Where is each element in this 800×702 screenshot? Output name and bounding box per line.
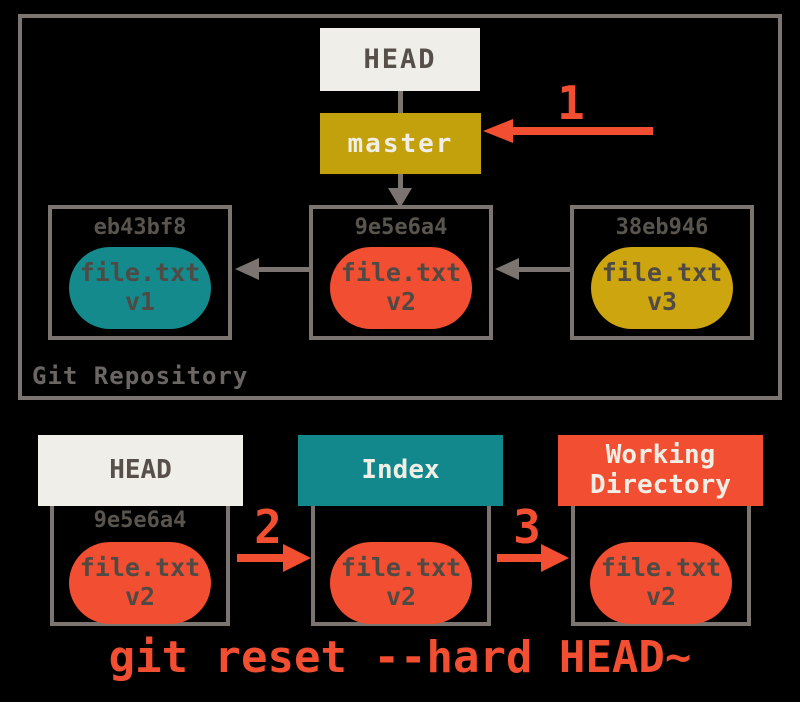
- step-2-arrow-shaft: [237, 554, 287, 562]
- file-version: v2: [385, 287, 417, 316]
- commit-hash: eb43bf8: [93, 215, 187, 240]
- file-blob-v2: file.txt v2: [330, 247, 472, 329]
- step-3-arrow-shaft: [497, 554, 545, 562]
- git-repository-label: Git Repository: [32, 362, 249, 390]
- step-1-arrow-shaft: [510, 127, 653, 135]
- commit-hash: 38eb946: [615, 215, 709, 240]
- down-arrowhead-icon: [388, 188, 412, 208]
- index-file-blob: file.txt v2: [330, 542, 472, 624]
- head-commit-hash: 9e5e6a4: [93, 508, 187, 533]
- file-version: v2: [645, 582, 677, 611]
- working-directory-file-blob: file.txt v2: [590, 542, 732, 624]
- index-area-box: Index: [298, 435, 503, 506]
- file-version: v2: [124, 582, 156, 611]
- step-3-right-arrowhead-icon: [541, 544, 569, 572]
- commit-box-38eb946: 38eb946 file.txt v3: [570, 205, 754, 340]
- working-directory-label: Working Directory: [590, 439, 731, 500]
- file-name: file.txt: [340, 258, 462, 288]
- head-snapshot-slot: 9e5e6a4: [50, 506, 230, 626]
- master-branch-box: master: [320, 113, 481, 174]
- commit-box-eb43bf8: eb43bf8 file.txt v1: [48, 205, 232, 340]
- file-version: v2: [385, 582, 417, 611]
- master-branch-label: master: [347, 128, 454, 159]
- git-repository-container: Git Repository: [18, 14, 782, 400]
- parent-arrowhead-icon: [235, 258, 259, 280]
- file-name: file.txt: [79, 258, 201, 288]
- step-2-label: 2: [254, 500, 282, 554]
- step-1-left-arrowhead-icon: [483, 119, 513, 143]
- head-file-blob: file.txt v2: [69, 542, 211, 624]
- commit-box-9e5e6a4: 9e5e6a4 file.txt v2: [309, 205, 493, 340]
- index-area-label: Index: [361, 454, 440, 485]
- head-pointer-box: HEAD: [320, 28, 480, 91]
- parent-arrow-shaft: [257, 267, 310, 272]
- file-version: v1: [124, 287, 156, 316]
- file-version: v3: [646, 287, 678, 316]
- git-command-caption: git reset --hard HEAD~: [108, 632, 692, 683]
- head-area-box: HEAD: [38, 435, 243, 506]
- file-blob-v1: file.txt v1: [69, 247, 211, 329]
- working-directory-box: Working Directory: [558, 435, 763, 506]
- head-area-label: HEAD: [109, 454, 172, 485]
- file-name: file.txt: [340, 553, 462, 583]
- file-blob-v3: file.txt v3: [591, 247, 733, 329]
- commit-hash: 9e5e6a4: [354, 215, 448, 240]
- file-name: file.txt: [79, 553, 201, 583]
- head-to-master-connector: [398, 91, 403, 113]
- file-name: file.txt: [600, 553, 722, 583]
- step-3-label: 3: [513, 500, 541, 554]
- head-pointer-label: HEAD: [363, 44, 437, 75]
- parent-arrowhead-icon: [495, 258, 519, 280]
- master-to-commit-connector: [398, 174, 403, 190]
- working-directory-snapshot-slot: [571, 506, 751, 626]
- step-1-label: 1: [557, 76, 585, 130]
- file-name: file.txt: [601, 258, 723, 288]
- index-snapshot-slot: [311, 506, 491, 626]
- step-2-right-arrowhead-icon: [283, 544, 311, 572]
- parent-arrow-shaft: [517, 267, 571, 272]
